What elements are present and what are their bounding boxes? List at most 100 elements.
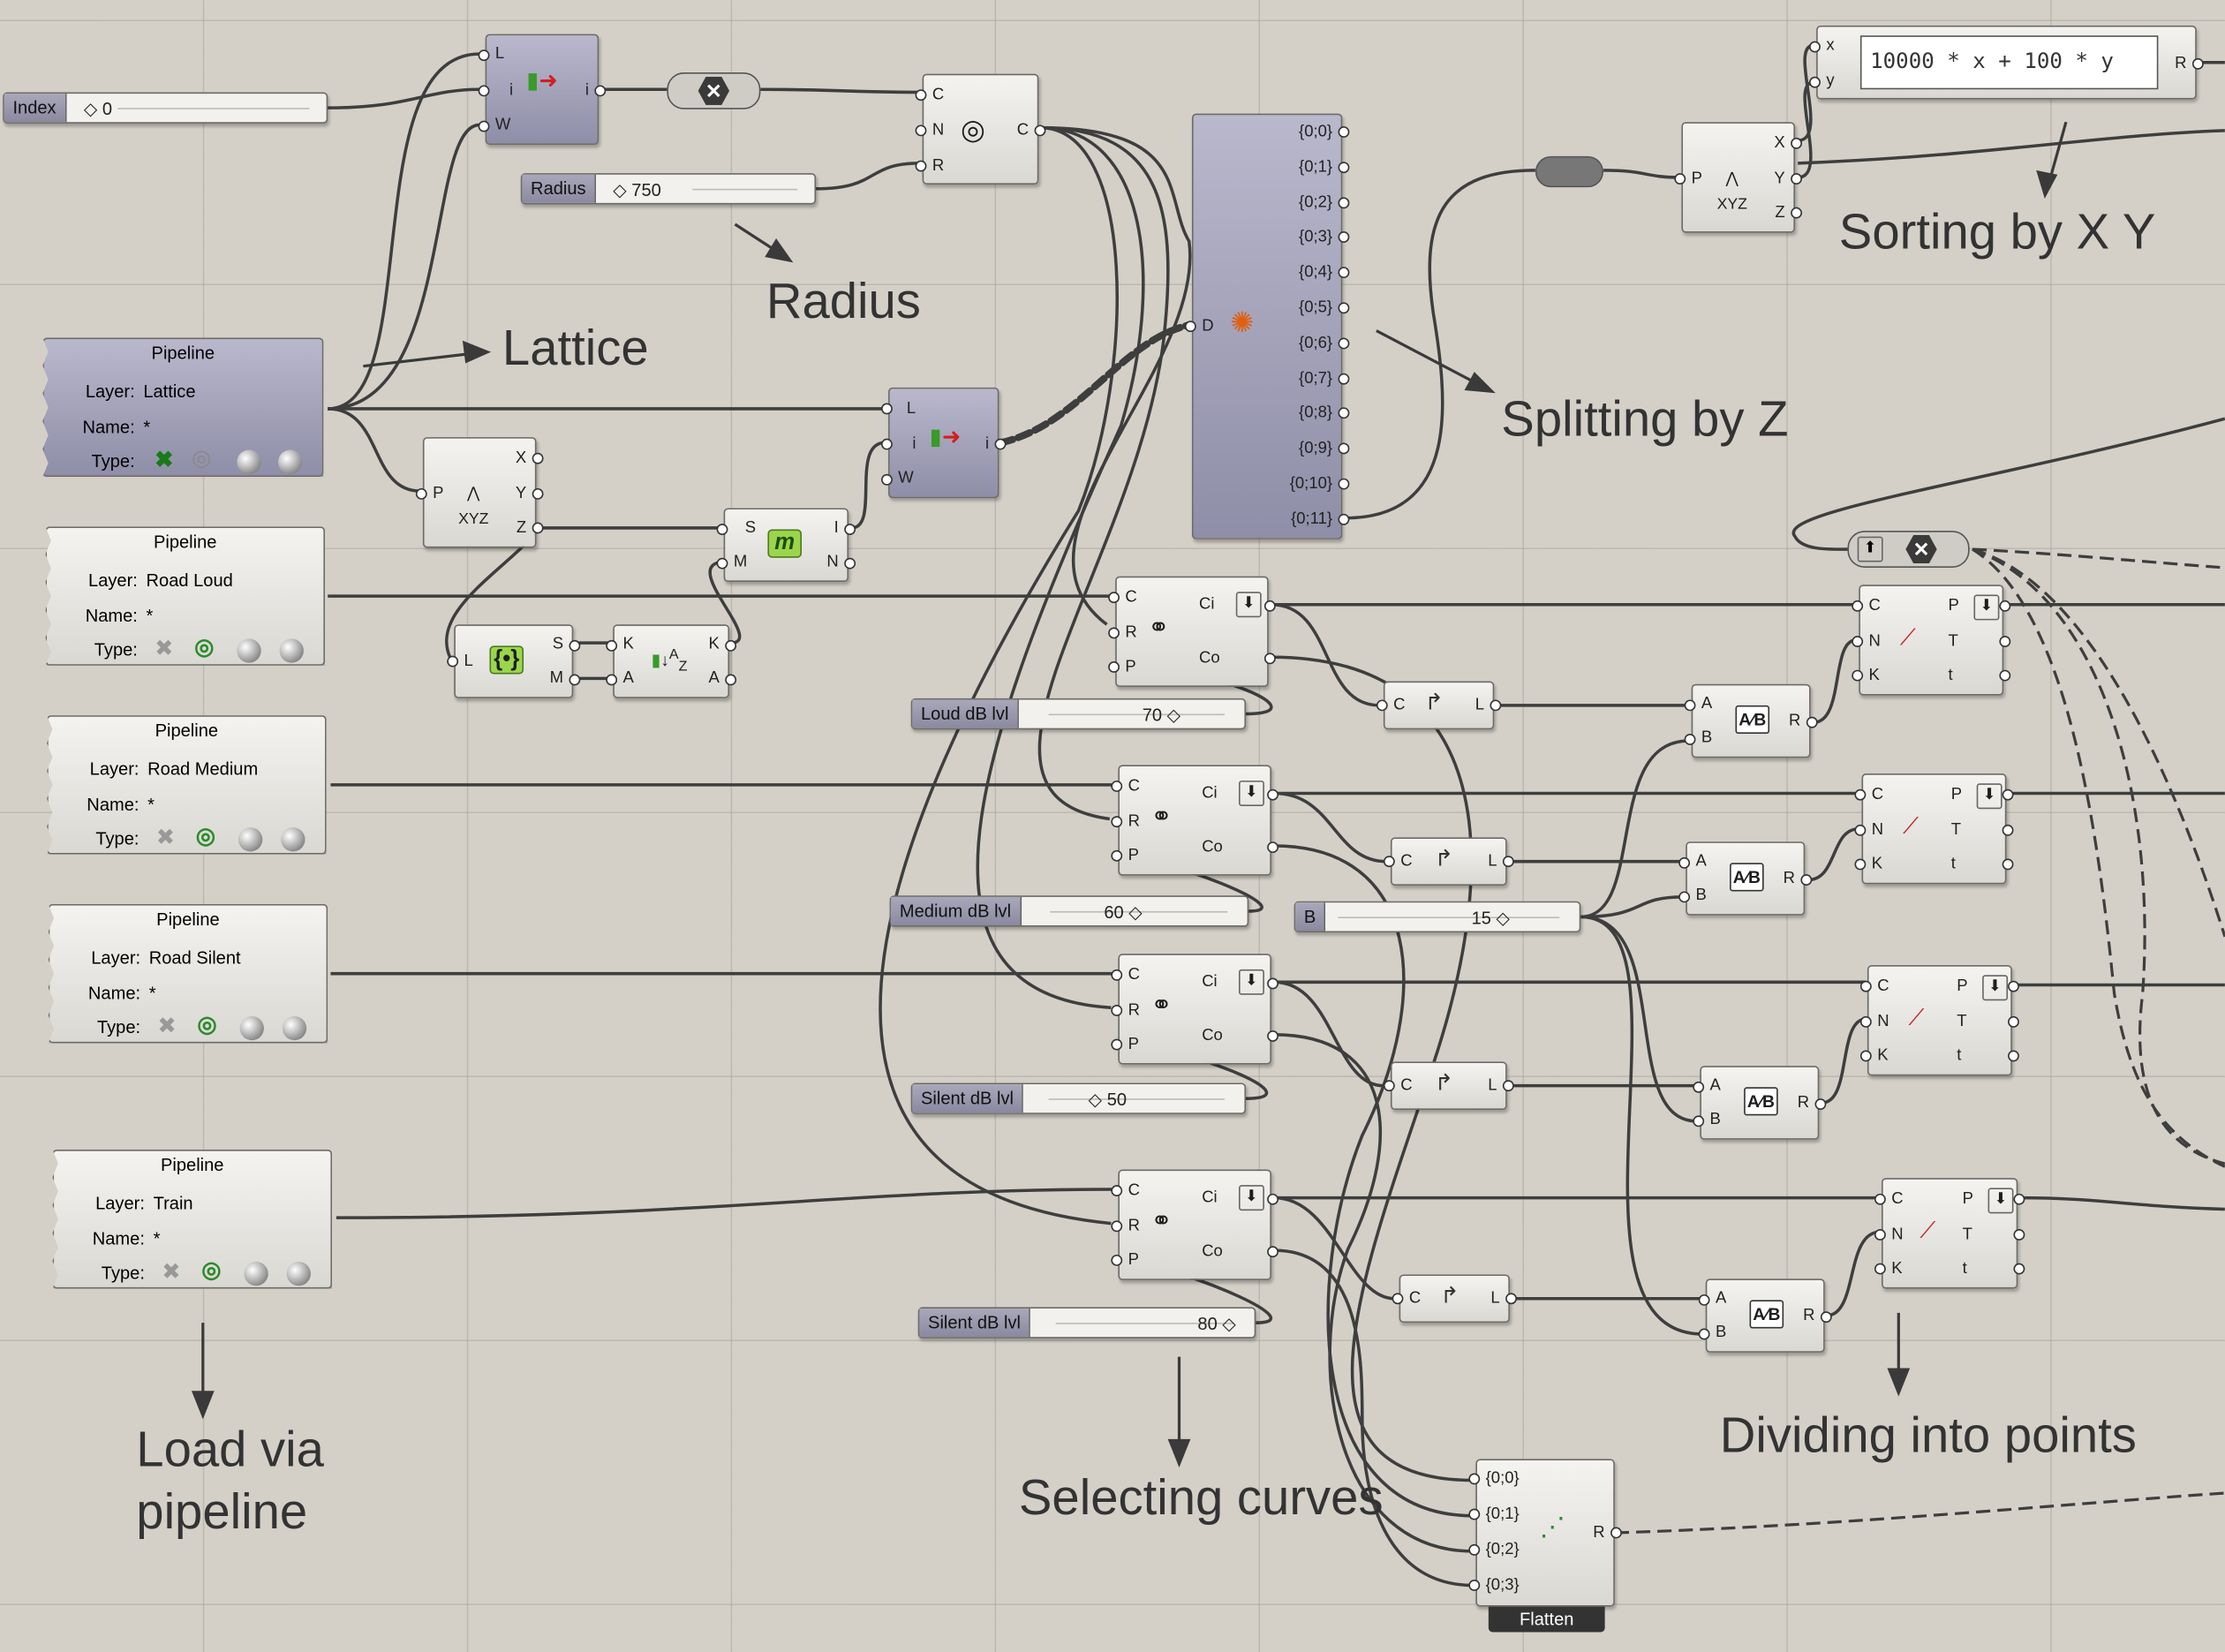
point-type-icon[interactable]: ✖ (155, 637, 174, 662)
branch-port[interactable] (1338, 267, 1350, 279)
branch-output: {0;7} (1299, 369, 1333, 388)
branch-port[interactable] (1338, 161, 1350, 173)
create-set-component[interactable]: L S M {•} (447, 624, 581, 698)
mesh-type-icon[interactable] (286, 1261, 311, 1286)
cull-null-component[interactable]: ✕ (667, 72, 761, 109)
branch-port[interactable] (1338, 302, 1350, 314)
branch-port[interactable] (1338, 478, 1350, 490)
expression-text[interactable]: 10000 * x + 100 * y (1859, 35, 2159, 90)
branch-port[interactable] (1338, 513, 1350, 525)
wire (1603, 169, 1679, 179)
download-icon[interactable]: ⬇ (1973, 594, 2000, 621)
relay-component[interactable] (1535, 155, 1604, 188)
download-icon[interactable]: ⬇ (1238, 969, 1264, 995)
mesh-type-icon[interactable] (281, 827, 305, 852)
branch-output: {0;5} (1299, 299, 1333, 317)
flatten-port[interactable] (1468, 1580, 1481, 1591)
branch-output: {0;10} (1289, 475, 1333, 493)
pipeline-road-loud[interactable]: Pipeline Layer:Road Loud Name:* Type: ✖ … (45, 526, 326, 666)
index-slider[interactable]: Index ◇ 0 (3, 92, 328, 124)
pipeline-road-medium[interactable]: Pipeline Layer:Road Medium Name:* Type: … (47, 715, 327, 855)
download-icon[interactable]: ⬇ (1238, 781, 1264, 807)
flatten-port[interactable] (1468, 1508, 1481, 1520)
surface-type-icon[interactable] (237, 449, 261, 474)
annotation-load-2: pipeline (136, 1484, 308, 1541)
list-item-component[interactable]: L i W i ▮➜ (478, 34, 607, 145)
pipeline-train[interactable]: Pipeline Layer:Train Name:* Type: ✖ ◎ (52, 1149, 333, 1289)
mesh-type-icon[interactable] (279, 638, 304, 663)
branch-port[interactable] (1338, 407, 1350, 419)
curve-type-icon[interactable]: ◎ (195, 824, 216, 849)
radius-slider[interactable]: Radius ◇ 750 (520, 173, 817, 205)
list-item-icon: ▮➜ (929, 426, 962, 450)
surface-type-icon[interactable] (239, 1015, 264, 1041)
deconstruct-point-component[interactable]: P X Y Z ⋀XYZ (415, 437, 544, 548)
member-index-component[interactable]: S M I N m (716, 508, 856, 583)
expression-component[interactable]: x y R 10000 * x + 100 * y (1809, 25, 2204, 100)
silent-db-slider-2[interactable]: Silent dB lvl 80 ◇ (917, 1307, 1256, 1339)
point-type-icon[interactable]: ✖ (155, 826, 176, 850)
wire (1972, 547, 2225, 570)
branch-port[interactable] (1338, 373, 1350, 384)
branch-port[interactable] (1338, 231, 1350, 244)
surface-type-icon[interactable] (237, 638, 261, 663)
silent-db-slider[interactable]: Silent dB lvl ◇ 50 (910, 1082, 1247, 1114)
branch-port[interactable] (1338, 337, 1350, 350)
deconstruct-point-component[interactable]: P X Y Z ⋀XYZ (1674, 122, 1803, 233)
explode-tree-component[interactable]: D ✺ {0;0}{0;1}{0;2}{0;3}{0;4}{0;5}{0;6}{… (1184, 113, 1350, 539)
download-icon[interactable]: ⬇ (1238, 1185, 1264, 1211)
branch-port[interactable] (1338, 442, 1350, 455)
branch-port[interactable] (1338, 126, 1350, 138)
slider-value: ◇ 0 (83, 99, 113, 120)
branch-output: {0;1} (1299, 158, 1333, 176)
curve-type-icon[interactable]: ◎ (194, 636, 215, 660)
create-set-icon: {•} (489, 645, 524, 675)
curve-type-icon[interactable]: ◎ (201, 1258, 222, 1284)
point-type-icon[interactable]: ✖ (157, 1015, 177, 1039)
sort-list-component[interactable]: K A K A ▮↓AZ (606, 624, 737, 698)
loud-db-slider[interactable]: Loud dB lvl 70 ◇ (910, 698, 1247, 730)
mesh-type-icon[interactable] (282, 1015, 307, 1041)
download-icon[interactable]: ⬇ (1982, 975, 2009, 1001)
download-icon[interactable]: ⬇ (1987, 1188, 2014, 1214)
branch-port[interactable] (1338, 196, 1350, 208)
pipeline-road-silent[interactable]: Pipeline Layer:Road Silent Name:* Type: … (48, 903, 328, 1044)
curve-type-icon[interactable]: ◎ (197, 1013, 217, 1038)
pipeline-lattice[interactable]: Pipeline Layer:Lattice Name:* Type: ✖ ◎ (42, 337, 324, 478)
mesh-type-icon[interactable] (277, 449, 303, 474)
surface-type-icon[interactable] (244, 1261, 268, 1286)
curve-type-icon[interactable]: ◎ (191, 447, 212, 471)
download-icon[interactable]: ⬇ (1976, 783, 2002, 810)
slider-name: Medium dB lvl (891, 896, 1022, 926)
flatten-merge-component[interactable]: {0;0}{0;1}{0;2}{0;3} R ⋰ (1468, 1459, 1622, 1607)
b-slider[interactable]: B 15 ◇ (1294, 901, 1581, 933)
point-type-icon[interactable]: ✖ (162, 1260, 181, 1285)
branch-output: {0;3} (1299, 229, 1333, 246)
surface-type-icon[interactable] (238, 827, 263, 852)
point-type-icon[interactable]: ✖ (155, 448, 174, 473)
stream-gate-component[interactable]: ⬆ ✕ (1847, 531, 1970, 568)
list-item-component[interactable]: L i W i ▮➜ (881, 387, 1007, 499)
download-icon[interactable]: ⬇ (1235, 592, 1262, 618)
flatten-port[interactable] (1468, 1473, 1481, 1485)
medium-db-slider[interactable]: Medium dB lvl 60 ◇ (889, 895, 1249, 927)
flatten-port[interactable] (1468, 1543, 1481, 1556)
circle-component[interactable]: C N R C ◎ (915, 73, 1046, 185)
